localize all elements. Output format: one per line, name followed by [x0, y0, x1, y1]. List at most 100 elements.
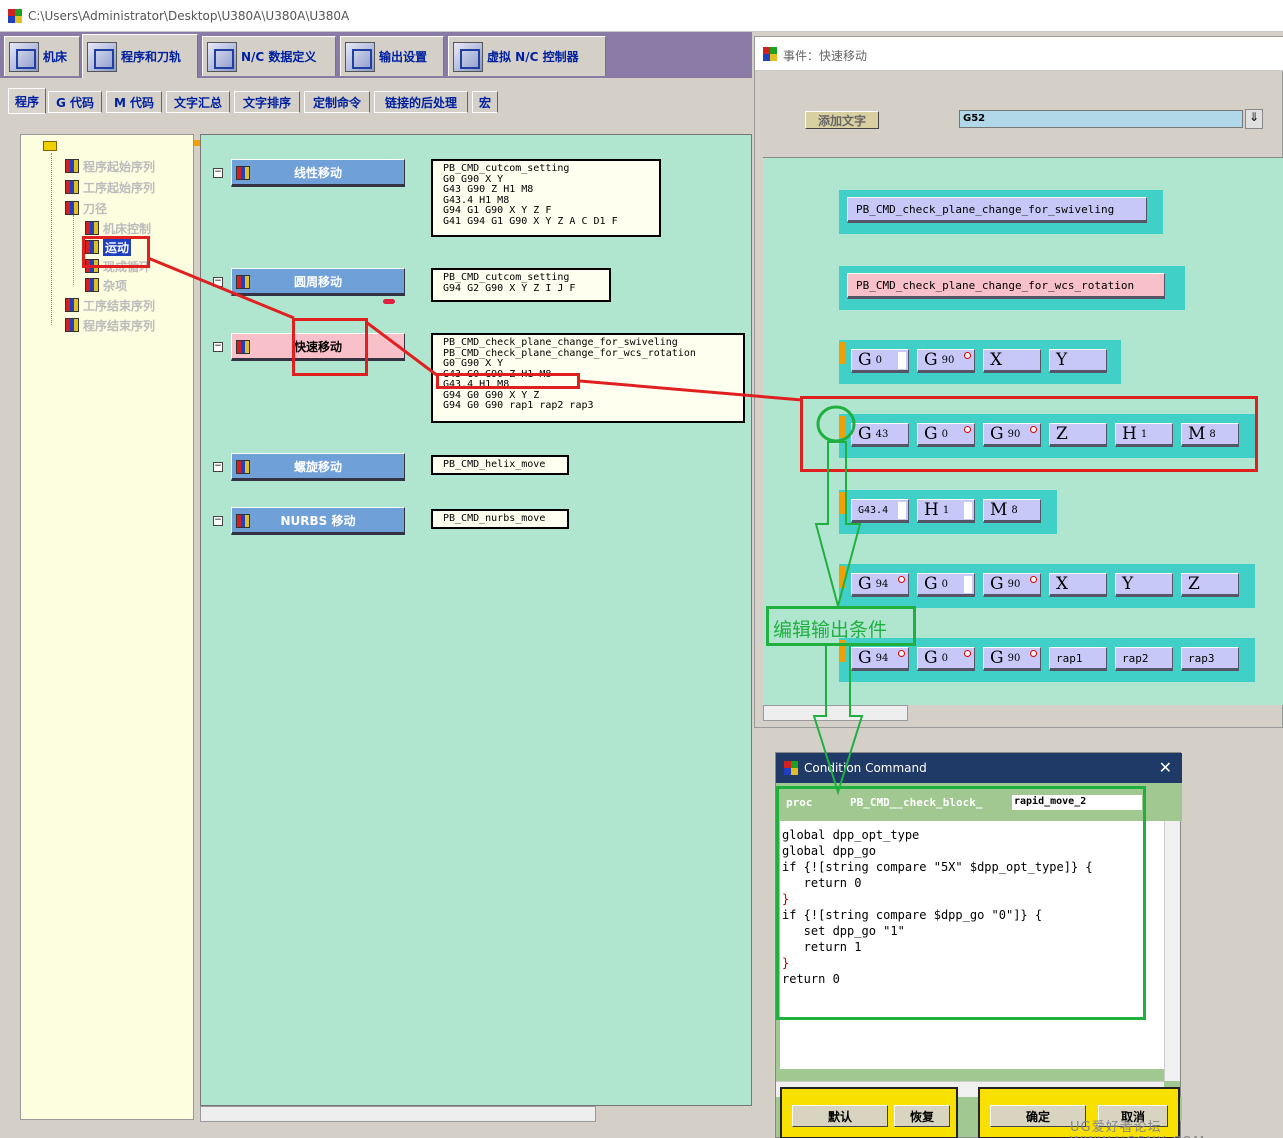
- collapse-icon[interactable]: −: [213, 461, 223, 472]
- ok-button[interactable]: 确定: [990, 1105, 1086, 1127]
- subtab-program[interactable]: 程序: [8, 88, 46, 114]
- event-nurbs-move-preview[interactable]: PB_CMD_nurbs_move: [431, 509, 569, 529]
- close-icon[interactable]: ✕: [1158, 758, 1172, 777]
- event-nurbs-move[interactable]: NURBS 移动: [231, 507, 405, 535]
- splitter-handle[interactable]: [194, 140, 200, 146]
- row-handle[interactable]: [839, 416, 845, 438]
- word-block[interactable]: X: [983, 349, 1041, 373]
- word-block[interactable]: rap3: [1181, 647, 1239, 671]
- collapse-icon[interactable]: −: [213, 167, 223, 178]
- collapse-icon[interactable]: −: [213, 341, 223, 352]
- proc-header: proc PB_CMD__check_block_ rapid_move_2: [776, 783, 1182, 821]
- canvas-horizontal-scrollbar[interactable]: [200, 1106, 596, 1122]
- word-block[interactable]: rap2: [1115, 647, 1173, 671]
- folder-icon: [43, 141, 57, 151]
- event-icon: [236, 275, 250, 289]
- event-linear-move[interactable]: 线性移动: [231, 159, 405, 187]
- sequence-icon: [65, 159, 79, 173]
- row-handle[interactable]: [839, 566, 845, 588]
- subtab-linked-posts[interactable]: 链接的后处理: [374, 91, 468, 113]
- subtab-word-summary[interactable]: 文字汇总: [166, 91, 230, 113]
- subtab-macro[interactable]: 宏: [472, 91, 498, 113]
- word-block[interactable]: X: [1049, 573, 1107, 597]
- word-block[interactable]: rap1: [1049, 647, 1107, 671]
- row-handle[interactable]: [839, 640, 845, 662]
- event-horizontal-scrollbar[interactable]: [763, 705, 908, 721]
- download-icon[interactable]: ⇓: [1245, 109, 1263, 129]
- subtab-custom-command[interactable]: 定制命令: [304, 91, 370, 113]
- event-icon: [236, 514, 250, 528]
- event-helix-move[interactable]: 螺旋移动: [231, 453, 405, 481]
- event-blocks-canvas: PB_CMD_check_plane_change_for_swiveling …: [763, 157, 1283, 705]
- code-vertical-scrollbar[interactable]: [1164, 821, 1180, 1081]
- word-block[interactable]: Y: [1049, 349, 1107, 373]
- default-restore-group: 默认 恢复: [780, 1087, 958, 1138]
- tab-output-settings[interactable]: 输出设置: [340, 36, 444, 76]
- tree-item-program-start[interactable]: 程序起始序列: [65, 157, 155, 175]
- cancel-button[interactable]: 取消: [1098, 1105, 1168, 1127]
- tree-item-operation-end[interactable]: 工序结束序列: [65, 296, 155, 314]
- word-select[interactable]: G52: [959, 110, 1243, 128]
- collapse-icon[interactable]: −: [213, 515, 223, 526]
- condition-command-dialog: Condition Command ✕ proc PB_CMD__check_b…: [775, 752, 1182, 1138]
- add-word-button[interactable]: 添加文字: [805, 111, 879, 129]
- word-block[interactable]: Y: [1115, 573, 1173, 597]
- row-handle[interactable]: [839, 492, 845, 514]
- marker: [383, 299, 395, 304]
- row-handle[interactable]: [839, 342, 845, 364]
- app-icon: [763, 47, 777, 61]
- dialog-title-bar: Condition Command ✕: [776, 753, 1182, 783]
- highlight-rapid-move: [292, 318, 368, 376]
- event-circular-move[interactable]: 圆周移动: [231, 268, 405, 296]
- tree-item-operation-start[interactable]: 工序起始序列: [65, 178, 155, 196]
- tab-nc-data-definition[interactable]: N/C 数据定义: [202, 36, 336, 76]
- cmd-check-plane-wcs-rotation[interactable]: PB_CMD_check_plane_change_for_wcs_rotati…: [847, 273, 1165, 299]
- tree-item-program-end[interactable]: 程序结束序列: [65, 316, 155, 334]
- tab-virtual-nc-controller[interactable]: 虚拟 N/C 控制器: [448, 36, 606, 76]
- tree-item-toolpath[interactable]: 刀径: [65, 199, 107, 217]
- word-block[interactable]: Z: [1049, 423, 1107, 447]
- sequence-icon: [65, 318, 79, 332]
- event-rapid-move[interactable]: 快速移动: [231, 333, 405, 361]
- restore-button[interactable]: 恢复: [894, 1105, 950, 1127]
- tab-machine[interactable]: 机床: [4, 36, 80, 76]
- word-block[interactable]: G43.4: [851, 499, 909, 523]
- event-helix-move-preview[interactable]: PB_CMD_helix_move: [431, 455, 569, 475]
- tree-item-misc[interactable]: 杂项: [85, 276, 127, 294]
- app-icon: [8, 9, 22, 23]
- subtab-g-code[interactable]: G 代码: [48, 91, 102, 113]
- event-icon: [236, 460, 250, 474]
- subtab-word-sequencing[interactable]: 文字排序: [234, 91, 300, 113]
- word-block[interactable]: Z: [1181, 573, 1239, 597]
- subtab-m-code[interactable]: M 代码: [106, 91, 162, 113]
- highlight-code-area: [776, 786, 1146, 1020]
- tree-item-motion[interactable]: 运动: [85, 238, 132, 256]
- proc-name-input[interactable]: rapid_move_2: [1012, 795, 1142, 810]
- default-button[interactable]: 默认: [792, 1105, 888, 1127]
- highlight-g43-line: [436, 373, 580, 389]
- highlight-g43-row: [800, 396, 1258, 472]
- tab-program-toolpath[interactable]: 程序和刀轨: [82, 34, 198, 78]
- tree-item-machine-control[interactable]: 机床控制: [85, 219, 151, 237]
- cmd-check-plane-swiveling[interactable]: PB_CMD_check_plane_change_for_swiveling: [847, 197, 1147, 223]
- controller-icon: [453, 41, 483, 72]
